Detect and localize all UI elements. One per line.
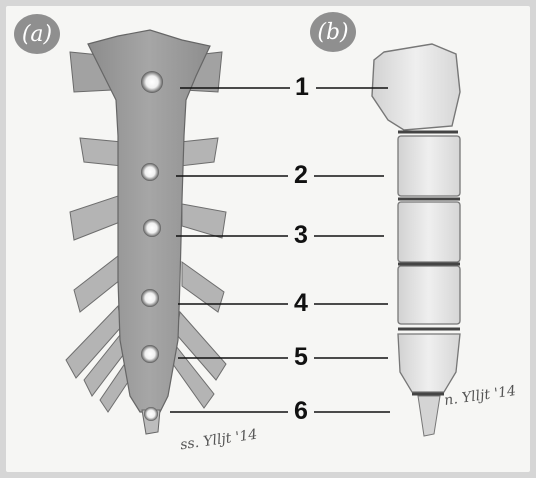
sternebra-3 — [398, 266, 460, 324]
manubrium — [372, 44, 460, 130]
ossification-centre-6 — [144, 407, 158, 421]
callout-2: 2 — [289, 161, 313, 190]
ossification-centre-4 — [141, 289, 159, 307]
callout-5: 5 — [289, 343, 313, 372]
callout-4: 4 — [289, 289, 313, 318]
ossification-centre-2 — [141, 163, 159, 181]
panel-a-sternum — [66, 30, 226, 434]
callout-1: 1 — [290, 73, 314, 102]
ossification-centre-5 — [141, 345, 159, 363]
ossification-centre-1 — [141, 71, 163, 93]
xiphoid-b — [418, 396, 440, 436]
panel-a-badge: (a) — [14, 14, 60, 54]
callout-6: 6 — [289, 397, 313, 426]
panel-b-badge: (b) — [310, 12, 356, 52]
sternebra-1 — [398, 136, 460, 196]
ossification-centre-3 — [143, 219, 161, 237]
sternebra-4 — [398, 334, 460, 392]
callout-3: 3 — [289, 221, 313, 250]
panel-b-sternum — [372, 44, 460, 436]
sternebra-2 — [398, 202, 460, 262]
